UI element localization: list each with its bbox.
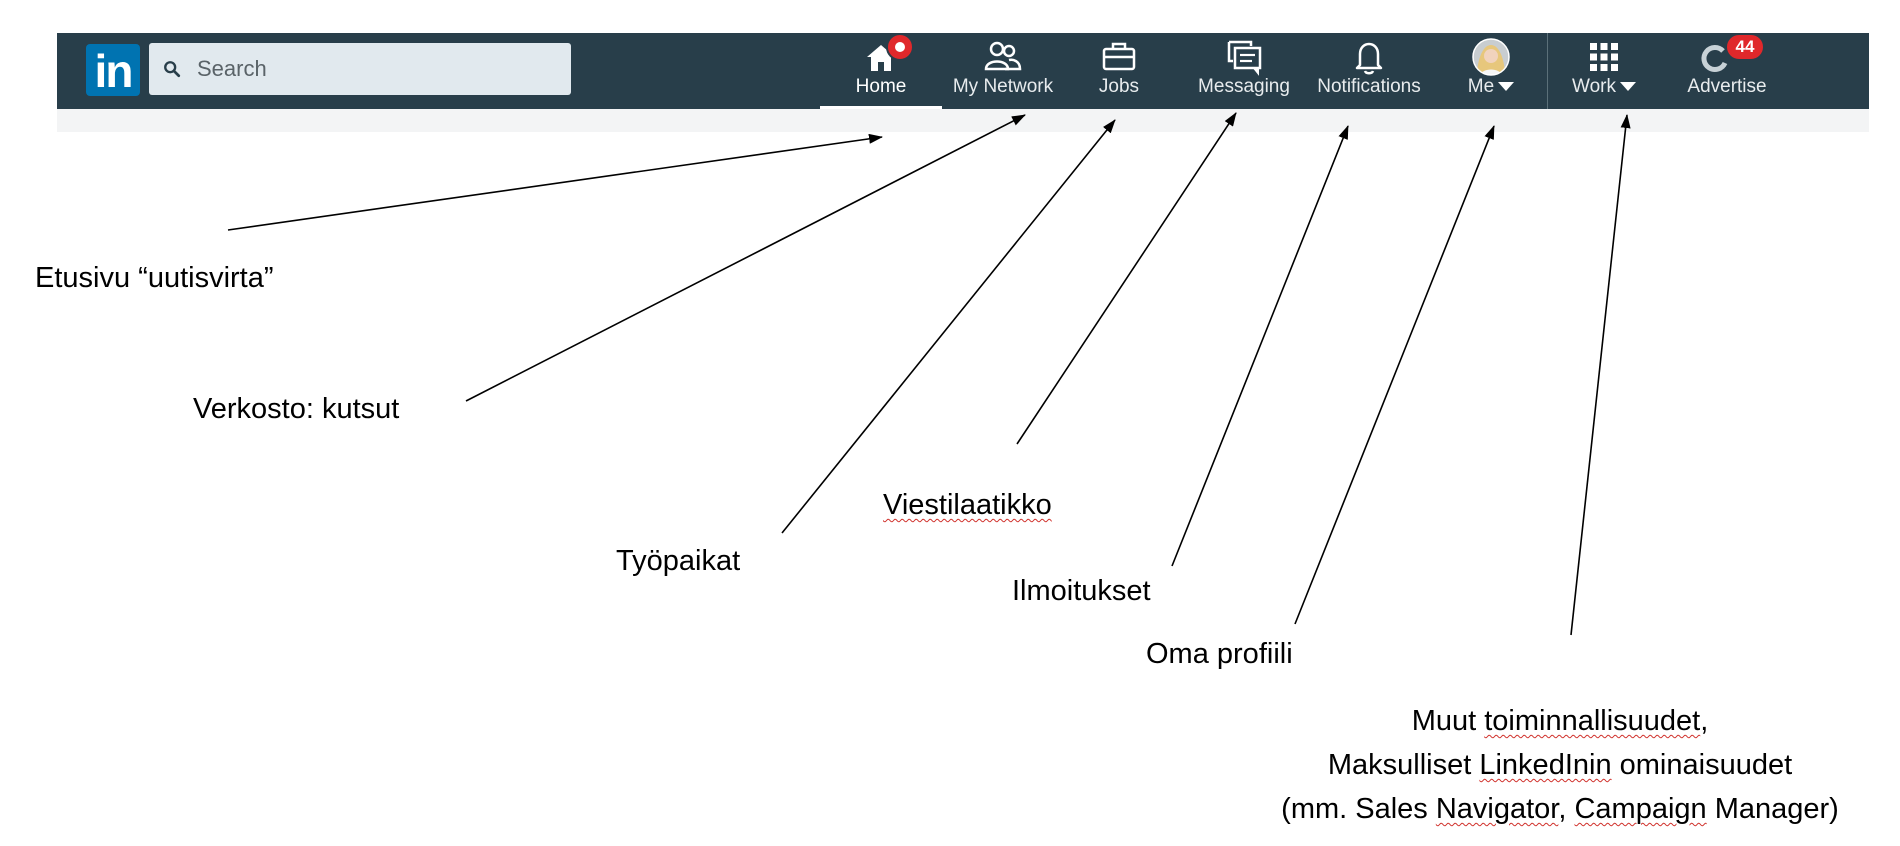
nav-notifications-label: Notifications — [1317, 76, 1421, 97]
briefcase-icon — [1102, 42, 1136, 71]
page-background-strip — [57, 109, 1869, 132]
arrow-network — [465, 114, 1026, 402]
arrow-work — [1570, 114, 1631, 636]
nav-home[interactable]: Home — [820, 33, 942, 109]
chevron-down-icon — [1619, 82, 1636, 92]
nav-my-network-label: My Network — [952, 76, 1054, 97]
label-more-line-2: Maksulliset LinkedInin ominaisuudet — [1327, 749, 1793, 781]
network-icon — [984, 41, 1022, 71]
label-inbox-text: Viestilaatikko — [883, 489, 1052, 521]
label-jobs: Työpaikat — [616, 545, 741, 577]
label-more-line-3: (mm. Sales Navigator, Campaign Manager) — [1281, 793, 1839, 825]
search-input[interactable] — [195, 55, 559, 83]
label-inbox: Viestilaatikko — [883, 489, 1052, 522]
nav-notifications[interactable]: Notifications — [1304, 33, 1434, 109]
nav-me-label: Me — [1467, 76, 1495, 97]
label-own-profile: Oma profiili — [1146, 638, 1293, 670]
label-more-features: Muut toiminnallisuudet, Maksulliset Link… — [1230, 699, 1890, 831]
linkedin-logo[interactable]: in — [86, 44, 140, 97]
nav-work-label: Work — [1572, 76, 1616, 97]
nav-my-network[interactable]: My Network — [942, 33, 1064, 109]
arrow-notifications — [1171, 125, 1349, 567]
advertise-icon — [1701, 45, 1728, 72]
grid-icon — [1590, 43, 1618, 71]
bell-icon — [1355, 42, 1383, 75]
nav-work-label-wrap: Work — [1562, 76, 1646, 98]
search-box[interactable] — [149, 43, 571, 95]
nav-advertise-label: Advertise — [1687, 76, 1767, 97]
nav-me-label-wrap: Me — [1449, 76, 1533, 98]
arrow-messaging — [1016, 112, 1237, 445]
search-icon — [164, 61, 181, 78]
nav-work[interactable]: Work — [1562, 33, 1646, 109]
nav-advertise[interactable]: 44 Advertise — [1677, 33, 1777, 109]
nav-me[interactable]: Me — [1449, 33, 1533, 109]
messaging-icon — [1227, 40, 1262, 76]
nav-divider — [1547, 33, 1548, 109]
advertise-badge: 44 — [1725, 33, 1765, 61]
dot-icon — [895, 42, 905, 52]
chevron-down-icon — [1498, 82, 1515, 92]
label-network-invitations: Verkosto: kutsut — [193, 393, 400, 425]
arrow-profile — [1294, 125, 1495, 625]
nav-jobs[interactable]: Jobs — [1074, 33, 1164, 109]
nav-home-label: Home — [855, 76, 907, 97]
label-home-feed: Etusivu “uutisvirta” — [35, 262, 274, 294]
label-notifications: Ilmoitukset — [1012, 575, 1151, 607]
label-more-line-1: Muut toiminnallisuudet, — [1411, 705, 1709, 737]
arrow-jobs — [781, 119, 1116, 534]
home-notification-dot — [886, 33, 914, 61]
nav-jobs-label: Jobs — [1098, 76, 1140, 97]
avatar — [1472, 38, 1510, 76]
arrow-home — [227, 133, 883, 231]
nav-messaging-label: Messaging — [1198, 76, 1290, 97]
top-navbar: in Home My Network Job — [57, 33, 1869, 109]
nav-messaging[interactable]: Messaging — [1189, 33, 1299, 109]
